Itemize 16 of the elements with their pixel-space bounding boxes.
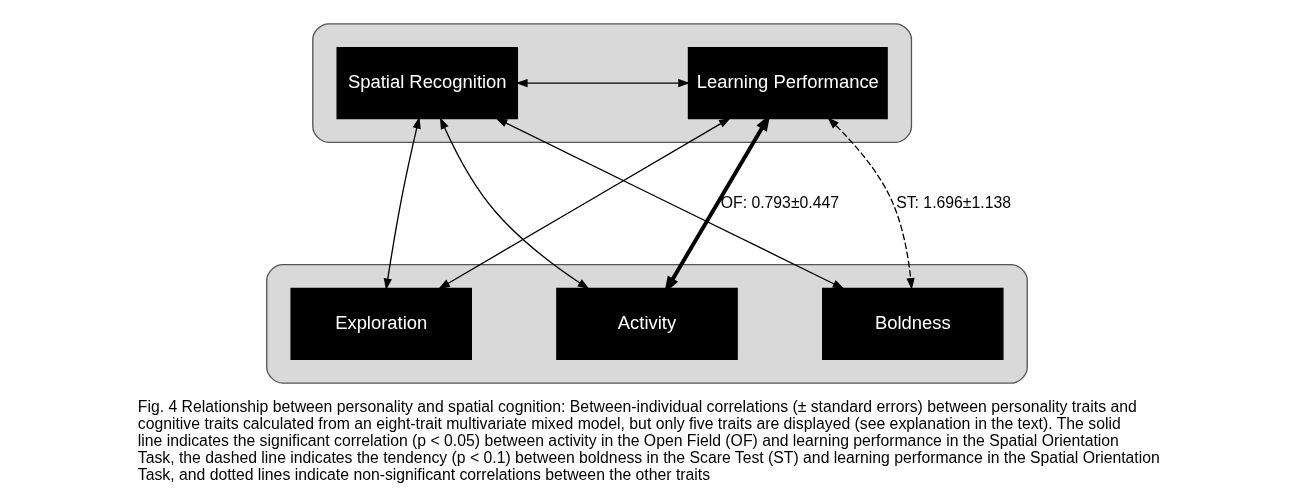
- cluster: [265, 264, 1028, 384]
- edge-label: ST: 1.696±1.138: [895, 193, 1011, 211]
- arrow: [439, 117, 589, 290]
- node-box: Spatial Recognition: [335, 46, 518, 120]
- edge-label: OF: 0.793±0.447: [720, 193, 839, 211]
- arrow: [495, 117, 844, 290]
- arrow: [437, 117, 731, 290]
- arrow: [383, 116, 421, 291]
- node-box: Exploration: [289, 287, 472, 361]
- caption: Fig. 4 Relationship between personality and spatial cognition: Between-individual correlations (± standard errors) between personality traits and cognitive traits calculated from an eight-trait multivariate mixed model, but only five traits are displayed (see explanation in the text). The solid line indicates the significant correlation (p < 0.05) between activity in the Open Field (OF) and learning performance in the Spatial Orientation Task, the dashed line indicates the tendency (p < 0.1) between boldness in the Scare Test (ST) and learning performance in the Spatial Orientation Task, and dotted lines indicate non-significant correlations between the other traits: [137, 397, 1160, 483]
- node-box: Learning Performance: [687, 46, 888, 120]
- arrow: [826, 117, 915, 290]
- arrow: [515, 78, 690, 88]
- cluster: [311, 23, 912, 143]
- node-box: Boldness: [821, 287, 1004, 361]
- node-box: Activity: [555, 287, 738, 361]
